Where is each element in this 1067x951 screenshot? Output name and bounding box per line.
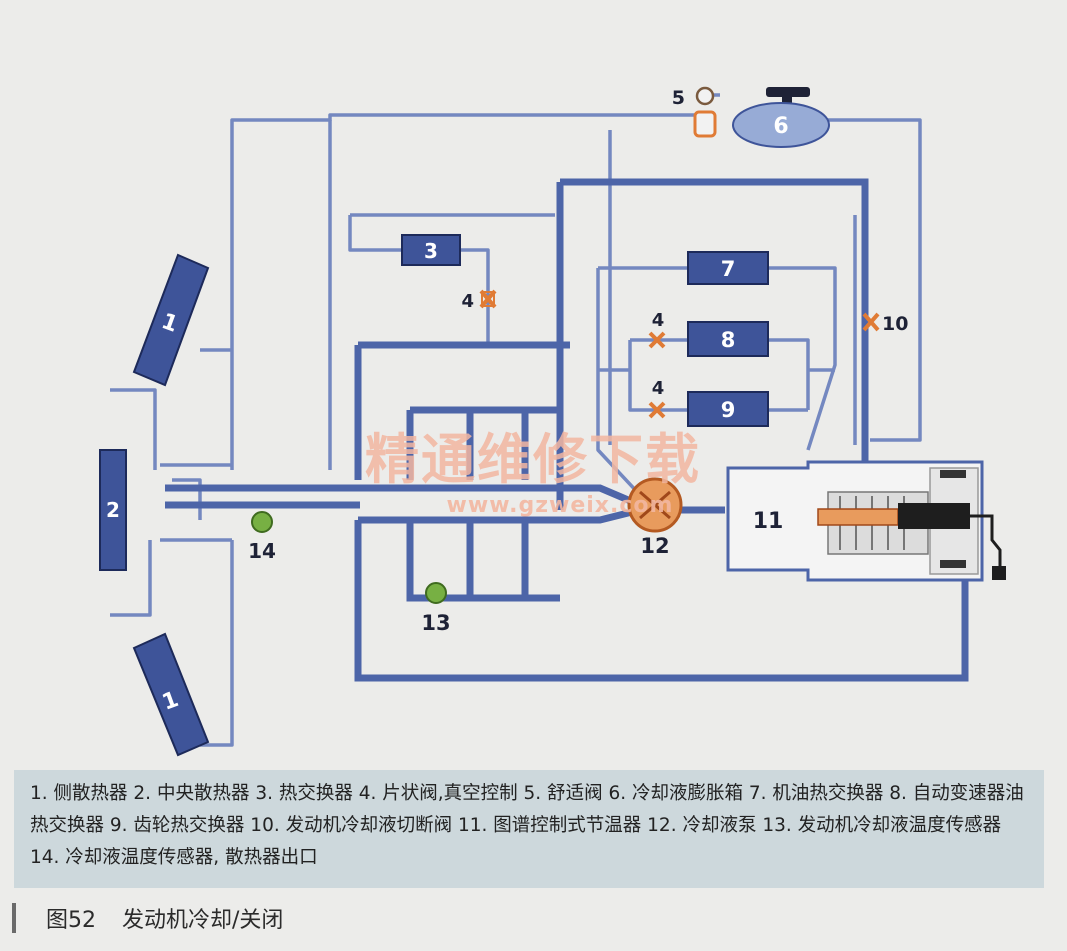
figure-caption: 图52 发动机冷却/关闭 — [12, 898, 283, 938]
atf-cooler-8: 8 — [687, 321, 769, 357]
watermark-url: www.gzweix.com — [447, 493, 674, 518]
caption-number: 图52 — [46, 908, 96, 933]
cooling-circuit-diagram: 1 1 2 3 7 8 9 4 4 4 10 — [99, 86, 1006, 757]
flake-valve-mid-label: 4 — [652, 310, 665, 331]
flake-valve-low: 4 — [648, 378, 666, 419]
central-radiator-label: 2 — [106, 498, 120, 522]
heat-exchanger-3: 3 — [401, 234, 461, 266]
watermark: 精通维修下载 www.gzweix.com — [365, 427, 701, 518]
thick-pipes — [165, 178, 969, 682]
comfort-valve-5: 5 — [672, 86, 717, 138]
flake-valve-mid: 4 — [648, 310, 666, 349]
flake-valve-low-label: 4 — [652, 378, 665, 399]
shutoff-valve-10: 10 — [862, 312, 908, 335]
legend: 1. 侧散热器 2. 中央散热器 3. 热交换器 4. 片状阀,真空控制 5. … — [14, 770, 1044, 888]
central-radiator: 2 — [99, 449, 127, 571]
coolant-pump-12: 12 — [627, 477, 683, 558]
watermark-text: 精通维修下载 — [365, 427, 701, 491]
comfort-valve-5-label: 5 — [672, 87, 685, 109]
shutoff-valve-10-label: 10 — [882, 313, 908, 335]
oil-cooler-7: 7 — [687, 251, 769, 285]
caption-title: 发动机冷却/关闭 — [122, 908, 284, 933]
gear-cooler-9: 9 — [687, 391, 769, 427]
engine-temp-sensor-13: 13 — [421, 582, 451, 635]
flake-valve-upper-label: 4 — [461, 291, 474, 312]
legend-text: 1. 侧散热器 2. 中央散热器 3. 热交换器 4. 片状阀,真空控制 5. … — [30, 783, 1024, 868]
radiator-temp-sensor-14-label: 14 — [248, 539, 276, 563]
engine-temp-sensor-13-label: 13 — [421, 611, 450, 635]
thin-pipes — [110, 93, 922, 747]
coolant-pump-12-label: 12 — [640, 534, 669, 558]
side-radiator-top: 1 — [132, 253, 210, 387]
map-thermostat-11-label: 11 — [753, 509, 784, 534]
heat-exchanger-3-label: 3 — [424, 239, 438, 263]
atf-cooler-8-label: 8 — [721, 328, 736, 352]
oil-cooler-7-label: 7 — [721, 257, 736, 281]
expansion-tank-6-label: 6 — [773, 114, 788, 139]
side-radiator-bottom: 1 — [132, 632, 210, 757]
caption-bar — [12, 903, 16, 933]
expansion-tank-6: 6 — [732, 87, 830, 148]
gear-cooler-9-label: 9 — [721, 398, 736, 422]
map-thermostat-11: 11 — [726, 460, 1006, 582]
flake-valve-upper: 4 — [461, 289, 497, 312]
radiator-temp-sensor-14: 14 — [248, 511, 276, 563]
